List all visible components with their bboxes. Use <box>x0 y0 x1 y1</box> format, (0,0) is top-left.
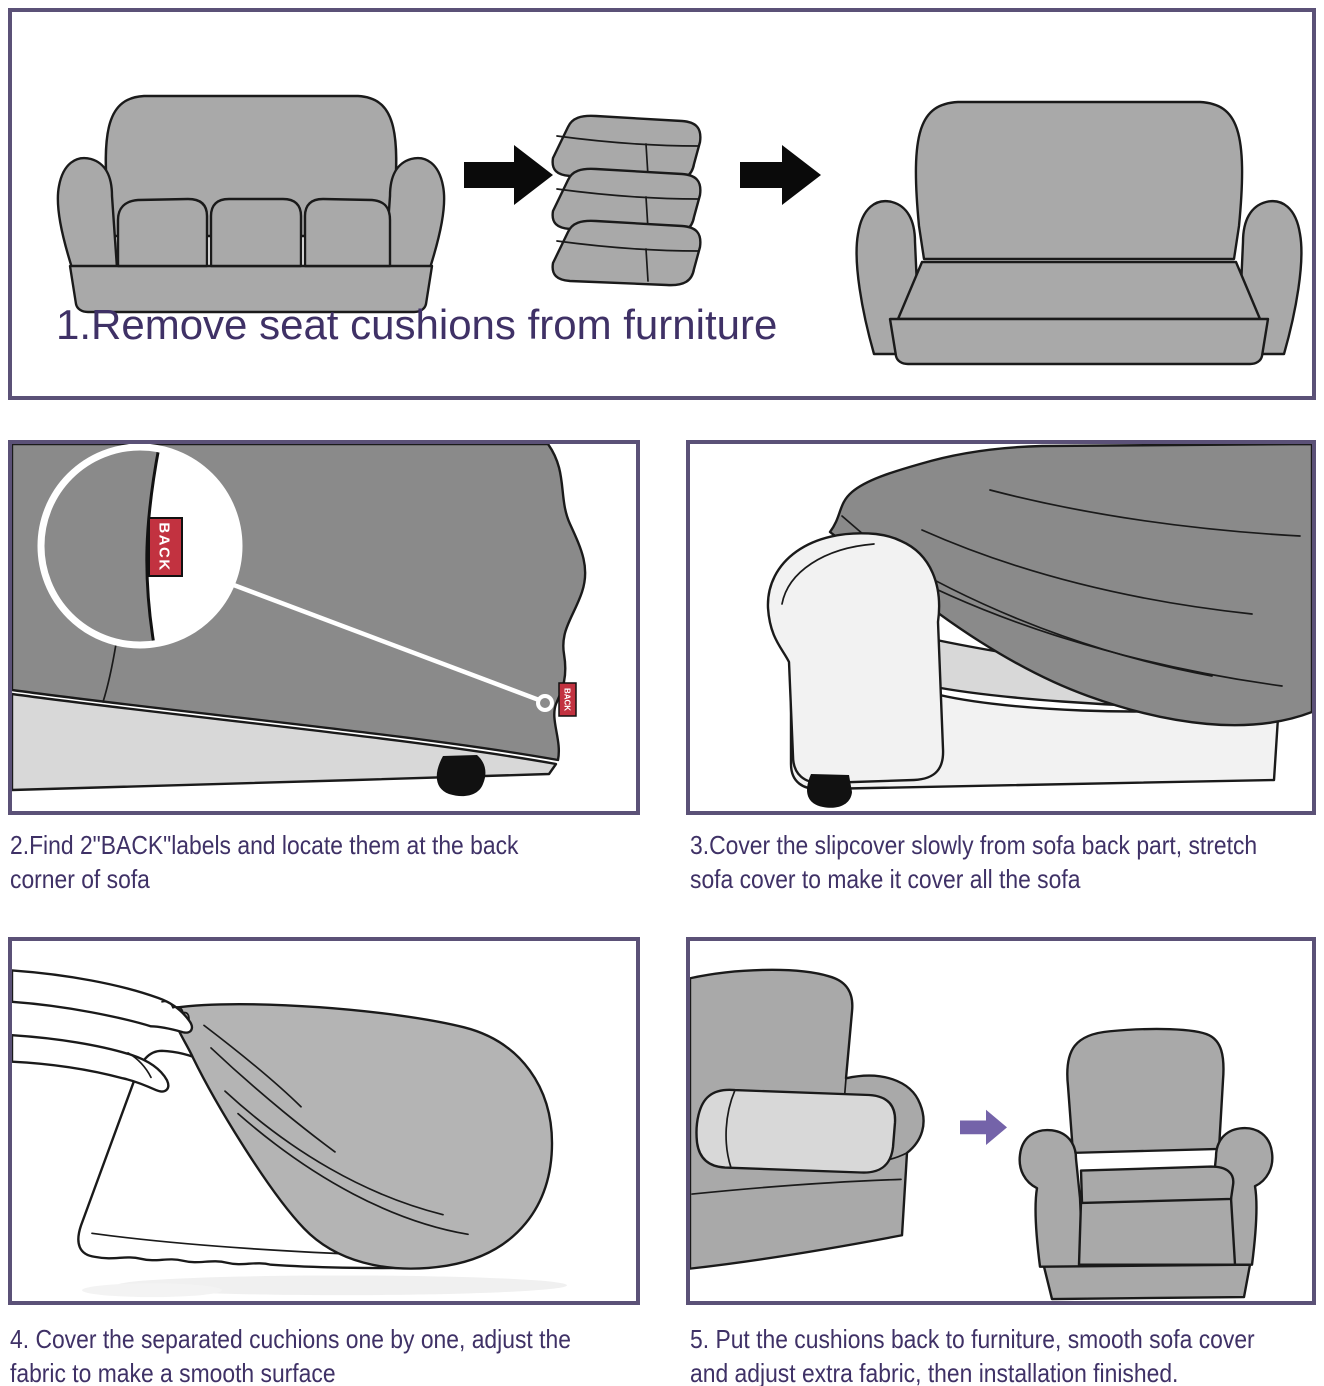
step4-illustration <box>12 969 567 1298</box>
caption-line: 5. Put the cushions back to furniture, s… <box>690 1324 1255 1354</box>
caption-line: 4. Cover the separated cuchions one by o… <box>10 1324 571 1354</box>
upper-hand <box>12 969 194 1034</box>
caption-line: fabric to make a smooth surface <box>10 1358 336 1386</box>
back-label-text: BACK <box>156 522 173 571</box>
chair-arm-left <box>1018 1128 1085 1268</box>
arm-crease <box>781 543 875 605</box>
pointer-line <box>230 581 540 703</box>
step3-illustration <box>766 444 1312 808</box>
stacked-cushion <box>551 114 702 182</box>
caption-line: 1.Remove seat cushions from furniture <box>56 301 778 348</box>
cover-edge-magnified <box>41 447 159 645</box>
pointer-endpoint <box>536 694 554 712</box>
thumb-line <box>127 1051 152 1079</box>
arrow-right-icon <box>740 145 821 205</box>
floor-reflection <box>82 1283 222 1298</box>
sofa-arm <box>766 532 945 785</box>
step5-illustration <box>690 968 1274 1301</box>
caption-line: corner of sofa <box>10 864 150 894</box>
lower-hand <box>12 1033 170 1093</box>
empty-sofa <box>855 100 1303 366</box>
step2-illustration: BACK BACK <box>12 444 587 797</box>
armchair-uncovered <box>690 968 925 1270</box>
cover-edge-fold <box>102 643 117 703</box>
seat-cushion <box>303 197 392 268</box>
back-tag-rect <box>558 682 577 717</box>
sofa-skirt <box>68 264 434 314</box>
step5-panel <box>686 937 1316 1305</box>
caption-line: and adjust extra fabric, then installati… <box>690 1358 1179 1386</box>
step3-panel <box>686 440 1316 815</box>
step4-caption: 4. Cover the separated cuchions one by o… <box>10 1322 571 1386</box>
armchair-covered <box>1018 1027 1274 1301</box>
magnifier-ring <box>37 444 243 649</box>
stacked-cushion <box>551 167 702 235</box>
fold-lines <box>203 1024 469 1236</box>
step1-panel <box>8 8 1316 400</box>
caption-line: 2.Find 2"BACK"labels and locate them at … <box>10 830 519 860</box>
cushion-cover <box>172 1003 554 1270</box>
sofa-back <box>914 100 1244 261</box>
step4-panel <box>8 937 640 1305</box>
chair-front <box>1077 1196 1237 1266</box>
cushion-end-cap <box>725 1089 736 1169</box>
sofa-with-cushions <box>56 94 446 314</box>
chair-base <box>1042 1263 1252 1301</box>
seat-deck <box>896 260 1262 321</box>
chair-back <box>1066 1027 1225 1155</box>
cushion-stack <box>551 114 702 287</box>
back-tag: BACK <box>558 682 577 717</box>
step2-panel: BACK BACK <box>8 440 640 815</box>
step5-caption: 5. Put the cushions back to furniture, s… <box>690 1322 1255 1386</box>
back-label <box>148 517 183 577</box>
sofa-arm-right <box>383 156 446 270</box>
arrow-right-icon <box>464 145 553 205</box>
seat-cushion <box>209 197 303 268</box>
hands <box>12 969 194 1093</box>
magnifier-circle: BACK <box>37 444 243 649</box>
sofa-arm-left <box>56 156 119 270</box>
sofa-foot <box>807 774 852 808</box>
seat-cushion <box>1079 1165 1235 1205</box>
sofa-base-wedge <box>12 692 558 792</box>
arrow-right-icon <box>960 1109 1007 1146</box>
back-tag-text: BACK <box>563 688 572 711</box>
sofa-foot <box>436 755 486 797</box>
seat-cushion <box>116 197 209 268</box>
step2-caption: 2.Find 2"BACK"labels and locate them at … <box>10 828 518 896</box>
sofa-skirt <box>888 317 1270 366</box>
step1-caption: 1.Remove seat cushions from furniture <box>56 300 777 350</box>
caption-line: sofa cover to make it cover all the sofa <box>690 864 1081 894</box>
step3-caption: 3.Cover the slipcover slowly from sofa b… <box>690 828 1257 896</box>
floor-reflection <box>117 1275 567 1296</box>
step1-illustration <box>56 94 1303 366</box>
caption-line: 3.Cover the slipcover slowly from sofa b… <box>690 830 1258 860</box>
stacked-cushion <box>551 219 702 287</box>
